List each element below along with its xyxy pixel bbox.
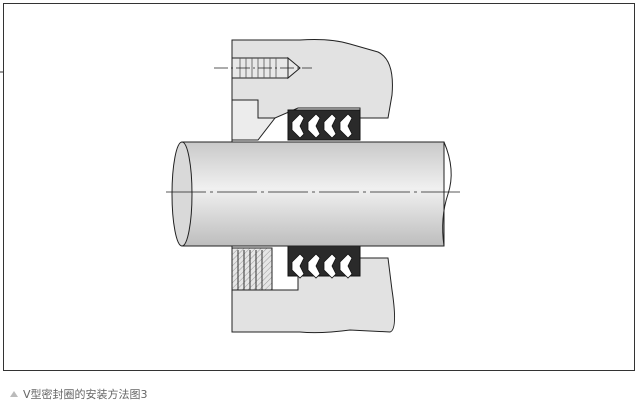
threaded-gland-lower <box>231 247 273 291</box>
triangle-marker-icon <box>10 391 18 397</box>
shaft <box>166 141 460 247</box>
v-seal-pack-upper <box>287 109 361 141</box>
v-seal-installation-drawing <box>0 39 460 334</box>
set-screw <box>214 56 312 80</box>
v-seal-pack-lower <box>287 245 361 279</box>
figure-caption: V型密封圈的安装方法图3 <box>10 386 148 402</box>
figure-border <box>3 3 635 371</box>
gland-ring-upper <box>231 99 277 141</box>
caption-text: V型密封圈的安装方法图3 <box>23 388 148 401</box>
